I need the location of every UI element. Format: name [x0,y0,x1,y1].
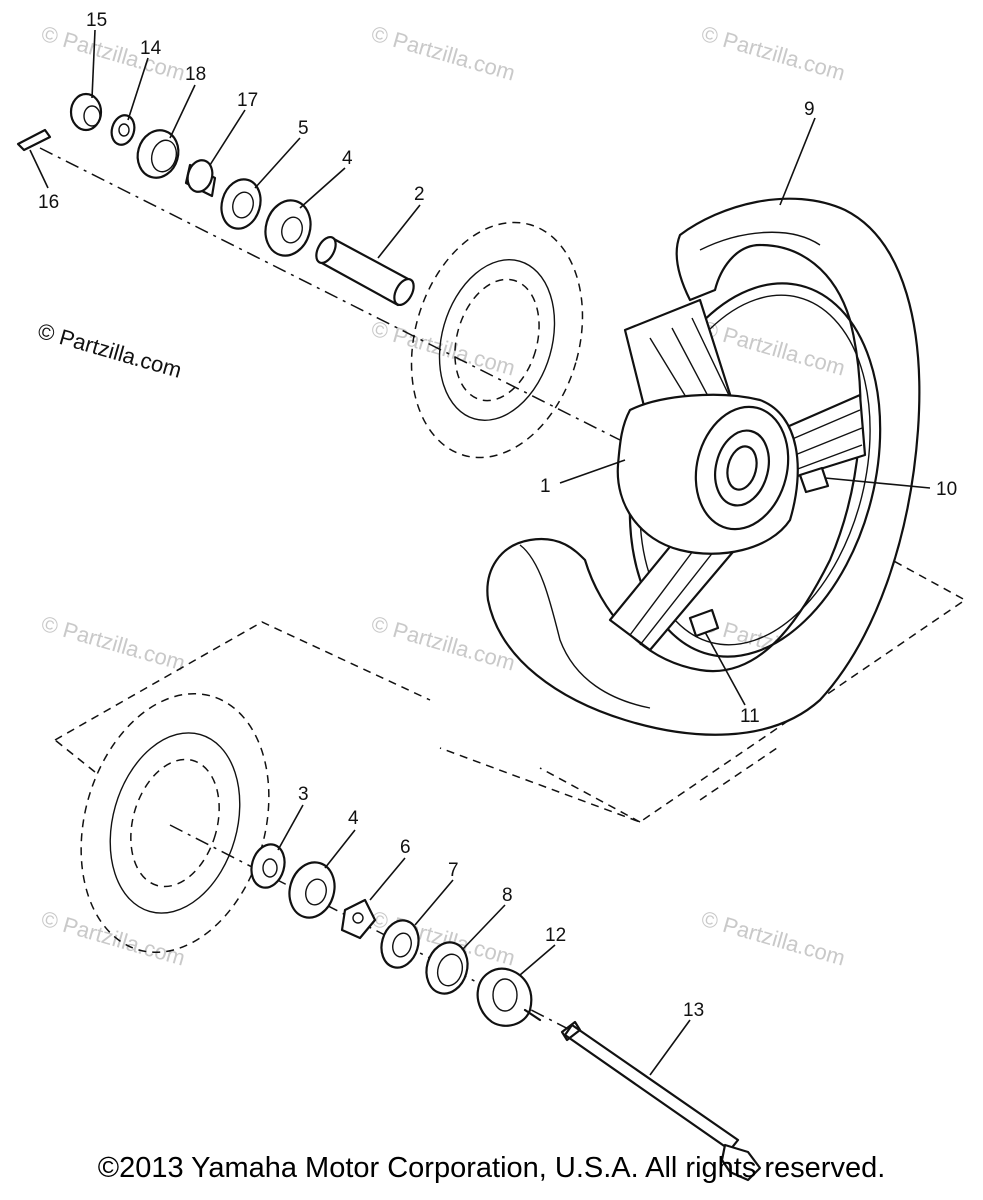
callout-18: 18 [185,64,206,85]
callout-9: 9 [804,99,815,120]
axle-nut-upper [69,92,103,132]
collar-lower [425,941,469,995]
oil-seal [220,178,262,230]
callout-14: 14 [140,38,162,59]
callout-11: 11 [740,706,760,727]
callout-16: 16 [38,192,59,213]
bearing-lower [288,861,336,919]
callout-4-upper: 4 [342,148,353,169]
lock-washer [340,898,377,940]
callout-12: 12 [545,925,566,946]
washer [110,114,136,146]
bearing-upper [264,199,312,257]
cotter-pin [16,128,52,152]
watermark: © Partzilla.com [39,611,188,676]
oil-seal-lower [380,919,420,969]
callout-6: 6 [400,837,411,858]
axle-centerline-upper [39,147,621,441]
watermark: © Partzilla.com [39,906,188,971]
spacer-17 [184,159,217,198]
wheel-tire [486,197,921,736]
spacer-collar [315,235,415,307]
callout-5: 5 [298,118,309,139]
leader-lines [29,29,931,1076]
callout-2: 2 [414,184,425,205]
callout-13: 13 [683,1000,704,1021]
collar-18 [136,129,180,179]
watermark: © Partzilla.com [699,21,848,86]
callout-3: 3 [298,784,309,805]
spacer-3 [250,843,286,889]
callout-4-lower: 4 [348,808,359,829]
upper-brake-disc [410,221,584,459]
reference-plane-outline [54,547,967,823]
watermark: © Partzilla.com [39,21,188,86]
callout-1: 1 [540,476,551,497]
callout-labels: 15 14 18 17 5 4 16 2 9 10 1 11 3 4 6 7 8… [38,10,957,1021]
meter-gear-unit [476,967,542,1027]
callout-15: 15 [86,10,107,31]
callout-10: 10 [936,479,957,500]
wheel-rim [608,282,882,658]
copyright-footer: ©2013 Yamaha Motor Corporation, U.S.A. A… [97,1152,886,1184]
callout-7: 7 [448,860,459,881]
watermark: © Partzilla.com [369,21,518,86]
wheel-axle [560,1020,762,1182]
watermark: © Partzilla.com [699,906,848,971]
callout-8: 8 [502,885,513,906]
callout-17: 17 [237,90,258,111]
